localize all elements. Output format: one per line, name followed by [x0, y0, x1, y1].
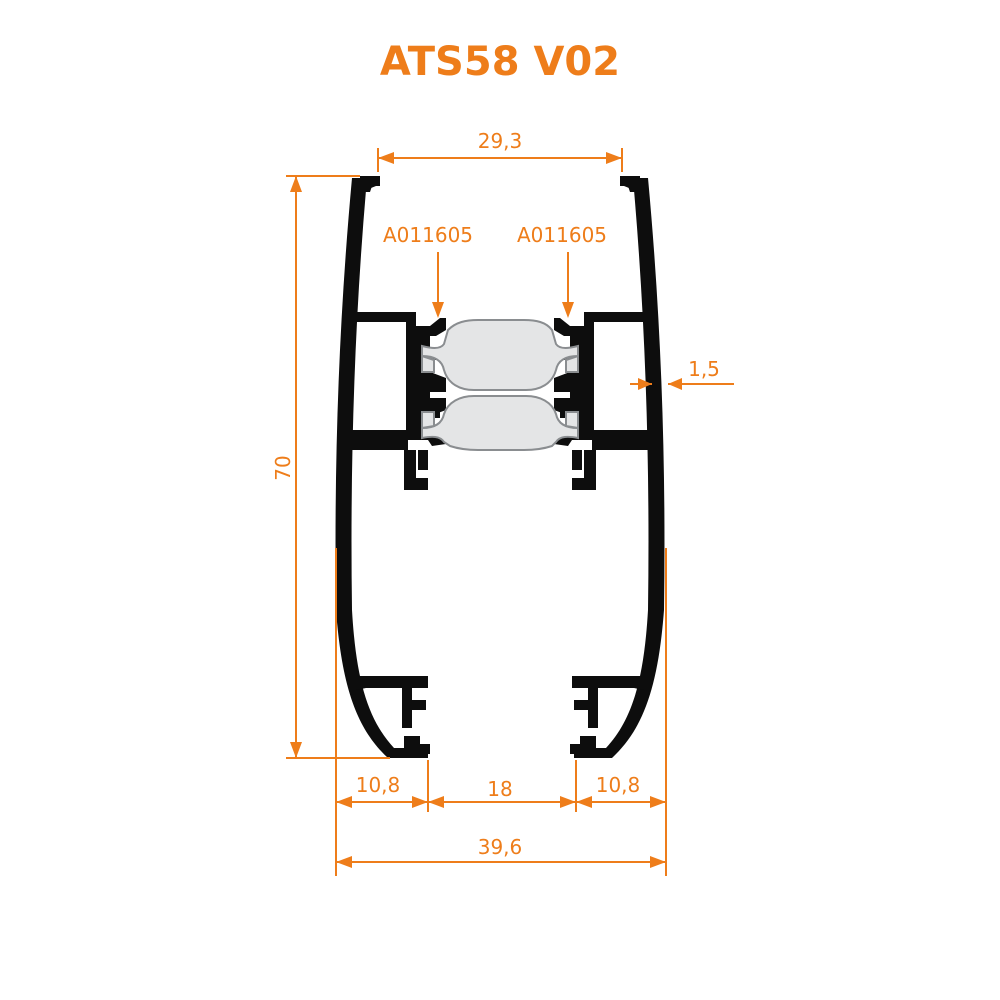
- gap-label: 18: [487, 777, 512, 801]
- wall-label: 1,5: [688, 357, 720, 381]
- dimension-height: 70: [271, 175, 390, 759]
- dimension-wall: 1,5: [630, 357, 734, 390]
- total-width-label: 39,6: [478, 835, 523, 859]
- top-width-label: 29,3: [478, 129, 523, 153]
- right-insert-callout: A011605: [517, 223, 607, 318]
- left-flange-label: 10,8: [356, 773, 401, 797]
- right-bottom-chamber: [572, 676, 644, 690]
- left-chamber-top: [346, 312, 416, 322]
- left-bottom-chamber: [356, 676, 428, 690]
- aluminium-profile: [335, 176, 665, 758]
- dimension-bottom-row: 10,8 18 10,8 39,6: [335, 548, 667, 876]
- height-label: 70: [271, 455, 295, 480]
- thermal-break-insert: [421, 319, 579, 391]
- right-lower-tee: [572, 450, 596, 490]
- left-lower-tee: [404, 450, 428, 490]
- left-insert-label: A011605: [383, 223, 473, 247]
- right-chamber-top: [584, 312, 654, 322]
- left-insert-callout: A011605: [383, 223, 473, 318]
- right-flange-label: 10,8: [596, 773, 641, 797]
- drawing-title: ATS58 V02: [380, 39, 620, 85]
- dimension-top-width: 29,3: [377, 129, 623, 172]
- right-insert-label: A011605: [517, 223, 607, 247]
